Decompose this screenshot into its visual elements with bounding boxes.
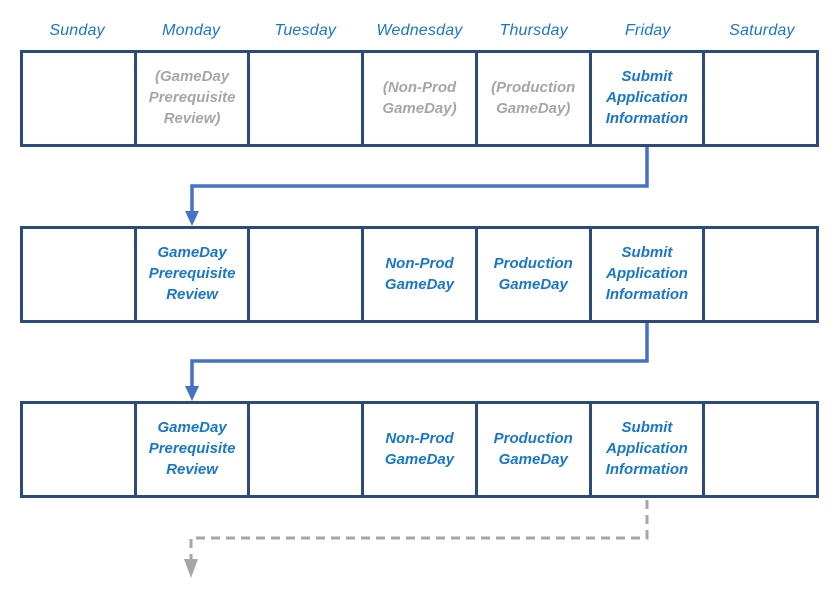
day-header-friday: Friday xyxy=(624,22,671,39)
week2-saturday-cell xyxy=(705,229,816,320)
day-header-thursday: Thursday xyxy=(499,22,568,39)
week-2-row: GameDay Prerequisite Review Non-Prod Gam… xyxy=(20,226,819,323)
week3-sunday-cell xyxy=(23,404,137,495)
week2-friday-cell: Submit Application Information xyxy=(592,229,706,320)
week3-friday-cell: Submit Application Information xyxy=(592,404,706,495)
arrow-week3-continuation-dashed xyxy=(189,500,649,560)
arrow-week1-to-week2 xyxy=(190,147,649,213)
week2-thursday-cell: Production GameDay xyxy=(478,229,592,320)
day-header-monday: Monday xyxy=(162,22,221,39)
day-header-row: Sunday Monday Tuesday Wednesday Thursday… xyxy=(20,17,819,45)
week1-tuesday-cell xyxy=(250,53,365,144)
week3-tuesday-cell xyxy=(250,404,365,495)
week2-wednesday-cell: Non-Prod GameDay xyxy=(364,229,478,320)
week3-monday-cell: GameDay Prerequisite Review xyxy=(137,404,251,495)
arrow-week3-continuation-head xyxy=(184,559,198,578)
week2-sunday-cell xyxy=(23,229,137,320)
week1-wednesday-cell: (Non-Prod GameDay) xyxy=(364,53,478,144)
week3-wednesday-cell: Non-Prod GameDay xyxy=(364,404,478,495)
week3-saturday-cell xyxy=(705,404,816,495)
week1-saturday-cell xyxy=(705,53,816,144)
arrow-week1-to-week2-head xyxy=(185,211,199,226)
arrow-week2-to-week3 xyxy=(190,323,649,388)
arrow-week2-to-week3-head xyxy=(185,386,199,401)
week-1-row: (GameDay Prerequisite Review) (Non-Prod … xyxy=(20,50,819,147)
week-3-row: GameDay Prerequisite Review Non-Prod Gam… xyxy=(20,401,819,498)
day-header-wednesday: Wednesday xyxy=(376,22,463,39)
day-header-sunday: Sunday xyxy=(49,22,105,39)
week3-thursday-cell: Production GameDay xyxy=(478,404,592,495)
week1-monday-cell: (GameDay Prerequisite Review) xyxy=(137,53,251,144)
day-header-saturday: Saturday xyxy=(729,22,795,39)
week1-sunday-cell xyxy=(23,53,137,144)
week1-thursday-cell: (Production GameDay) xyxy=(478,53,592,144)
week1-friday-cell: Submit Application Information xyxy=(592,53,706,144)
week2-monday-cell: GameDay Prerequisite Review xyxy=(137,229,251,320)
day-header-tuesday: Tuesday xyxy=(274,22,337,39)
week2-tuesday-cell xyxy=(250,229,365,320)
